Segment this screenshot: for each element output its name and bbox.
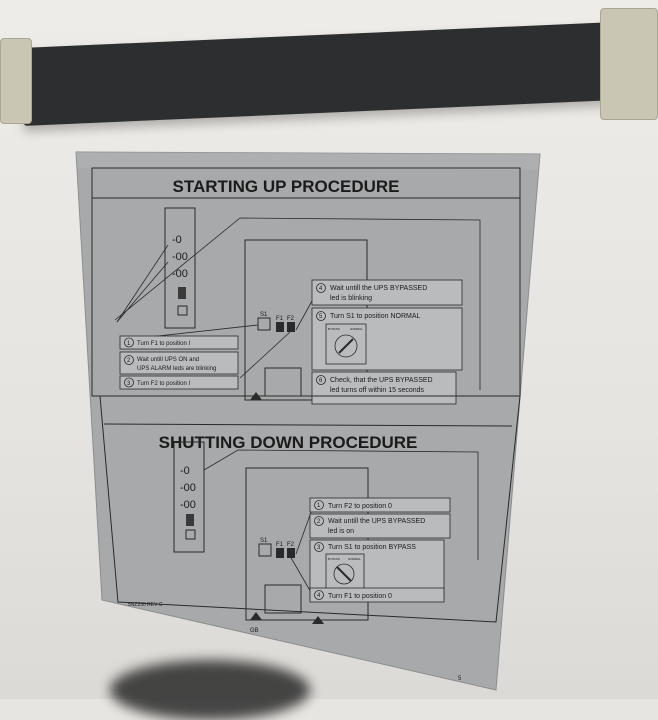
start-step-5: 5 Turn S1 to position NORMAL BYPASS NORM… (311, 307, 463, 371)
start-step-1: 1 Turn F1 to position I (119, 335, 239, 350)
svg-text:-00: -00 (172, 268, 188, 280)
start-step-6-text2: led turns off within 15 seconds (330, 387, 425, 394)
start-step-6-num: 6 (319, 378, 323, 384)
right-strap-clip (600, 8, 658, 120)
svg-text:F1: F1 (276, 542, 284, 548)
start-step-1-num: 1 (127, 341, 131, 347)
svg-text:-0: -0 (172, 234, 182, 246)
stop-step-2: 2 Wait untill the UPS BYPASSED led is on (309, 513, 451, 539)
svg-text:BYPASS: BYPASS (328, 557, 340, 561)
left-strap-clip (0, 38, 32, 124)
start-step-4-text: Wait untill the UPS BYPASSED (330, 285, 427, 292)
svg-text:S1: S1 (260, 538, 268, 544)
label-f1: F1 (276, 316, 284, 322)
start-control-strip (164, 207, 196, 329)
start-step-2-text: Wait untill UPS ON and (137, 357, 199, 363)
stop-step-1-num: 1 (317, 503, 321, 509)
stop-step-4: 4 Turn F1 to position 0 (309, 587, 445, 603)
svg-text:F2: F2 (287, 542, 295, 548)
svg-text:-00: -00 (172, 251, 188, 263)
start-step-2: 2 Wait untill UPS ON and UPS ALARM leds … (119, 351, 239, 375)
start-step-2-text2: UPS ALARM leds are blinking (137, 366, 216, 372)
svg-text:BYPASS: BYPASS (328, 327, 340, 331)
start-step-5-num: 5 (319, 314, 323, 320)
stop-step-4-num: 4 (317, 593, 321, 599)
label-s1: S1 (260, 312, 268, 318)
language-code: GB (250, 628, 259, 634)
stop-control-strip (173, 441, 205, 553)
stop-step-2-text2: led is on (328, 528, 354, 535)
stop-title: SHUTTING DOWN PROCEDURE (159, 433, 418, 452)
svg-text:NORMAL: NORMAL (350, 327, 363, 331)
shutting-down-section: SHUTTING DOWN PROCEDURE -0 -00 -00 S1 F1… (99, 395, 521, 624)
start-step-4-num: 4 (319, 286, 323, 292)
start-title: STARTING UP PROCEDURE (172, 177, 399, 196)
stop-step-3-num: 3 (317, 545, 321, 551)
stop-step-2-text: Wait untill the UPS BYPASSED (328, 518, 425, 525)
svg-text:-00: -00 (180, 482, 196, 494)
starting-up-section: STARTING UP PROCEDURE -0 -00 -00 S1 F1 F… (91, 167, 521, 405)
stop-step-2-num: 2 (317, 519, 321, 525)
start-step-5-text: Turn S1 to position NORMAL (330, 313, 420, 320)
vent-grille (178, 287, 186, 299)
instruction-plate: STARTING UP PROCEDURE -0 -00 -00 S1 F1 F… (75, 151, 541, 691)
plate-body (75, 151, 541, 691)
svg-text:-0: -0 (180, 465, 190, 477)
stop-step-1-text: Turn F2 to position 0 (328, 503, 392, 510)
rotary-knob-icon-2 (333, 563, 355, 585)
svg-text:-00: -00 (180, 499, 196, 511)
stop-step-3-text: Turn S1 to position BYPASS (328, 544, 416, 551)
doc-code: 5NZ230 REV C (128, 602, 163, 608)
start-step-3-num: 3 (127, 381, 131, 387)
start-step-4-text2: led is blinking (330, 295, 372, 302)
start-step-6: 6 Check, that the UPS BYPASSED led turns… (311, 371, 457, 405)
start-step-1-text: Turn F1 to position I (137, 341, 190, 347)
start-step-2-num: 2 (127, 358, 131, 364)
rotary-knob-icon (334, 334, 358, 358)
label-f2: F2 (287, 316, 295, 322)
switch-square (177, 305, 188, 316)
stop-step-1: 1 Turn F2 to position 0 (309, 497, 451, 513)
start-step-4: 4 Wait untill the UPS BYPASSED led is bl… (311, 279, 463, 306)
start-step-3-text: Turn F2 to position I (137, 381, 190, 387)
stop-step-4-text: Turn F1 to position 0 (328, 593, 392, 600)
page-number: 5 (458, 676, 462, 682)
svg-text:NORMAL: NORMAL (348, 557, 361, 561)
bypass-normal-switch (325, 323, 367, 365)
start-step-6-text: Check, that the UPS BYPASSED (330, 377, 433, 384)
start-step-3: 3 Turn F2 to position I (119, 375, 239, 390)
